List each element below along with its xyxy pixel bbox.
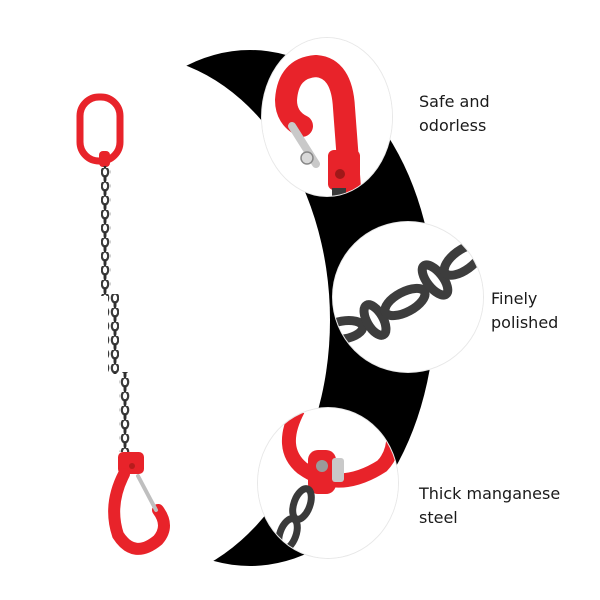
chain-link-icon [101,166,130,452]
feature-label-thick-manganese-steel: Thick manganese steel [419,484,561,527]
white-circle-shape [0,55,330,585]
detail-circle-hook [262,38,392,196]
feature-label-safe-odorless: Safe and odorless [419,92,490,135]
sling-hook-icon [108,452,170,555]
detail-circle-link [258,408,398,558]
detail-circle-chain [333,222,483,372]
hook-closeup-icon [274,54,361,196]
feature-label-finely-polished: Finely polished [491,289,559,332]
master-link-icon [76,93,124,167]
